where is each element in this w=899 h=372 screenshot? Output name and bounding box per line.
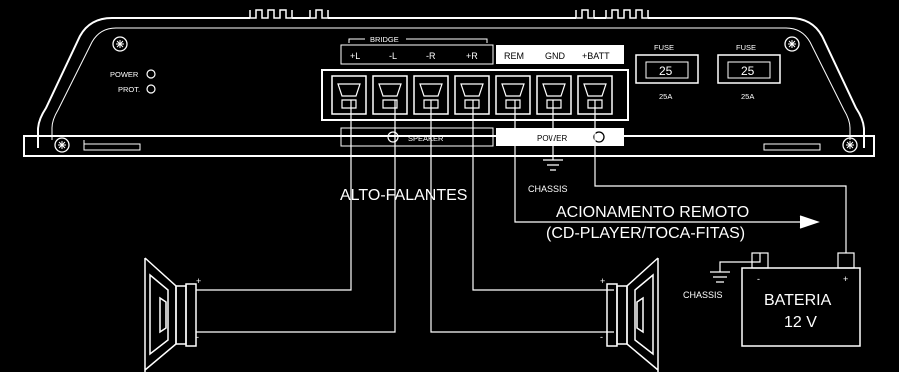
amplifier-body (23, 9, 875, 157)
remote-label-line1: ACIONAMENTO REMOTO (556, 204, 749, 221)
screw-icon-speaker (387, 131, 399, 143)
battery-plus: + (843, 274, 848, 284)
amplifier-base (23, 135, 875, 157)
fuse-1-value: 25 (659, 64, 673, 78)
wiring (196, 100, 847, 333)
speaker-left-plus: + (196, 276, 201, 286)
chassis-label-battery: CHASSIS (683, 290, 723, 300)
fuse-1-rating: 25A (659, 92, 672, 101)
terminal-label-plus-r: +R (466, 51, 478, 61)
fuse-2-header: FUSE (736, 43, 756, 52)
screw-icon-top-right (784, 36, 800, 52)
amplifier-casing (37, 17, 865, 148)
battery-voltage: 12 V (784, 314, 817, 331)
fuse-1-header: FUSE (654, 43, 674, 52)
remote-label-line2: (CD-PLAYER/TOCA-FITAS) (546, 225, 745, 242)
speakers-label: ALTO-FALANTES (340, 187, 467, 204)
speaker-right-minus: - (600, 332, 603, 342)
wire-plus-r-run (472, 100, 614, 291)
wire-rem (514, 100, 800, 223)
chassis-ground-icon-battery (710, 271, 730, 283)
terminal-label-batt: +BATT (582, 51, 610, 61)
screw-icon-power (593, 131, 605, 143)
fuse-2-rating: 25A (741, 92, 754, 101)
terminal-label-gnd: GND (545, 51, 566, 61)
remote-arrow-icon (799, 215, 820, 229)
wire-minus-r-run (430, 100, 614, 333)
terminal-label-minus-l: -L (389, 51, 397, 61)
battery-icon: - + BATERIA 12 V (741, 252, 861, 347)
terminal-screw-5 (495, 75, 531, 115)
power-section-label: POWER (537, 134, 567, 143)
terminal-screw-2 (372, 75, 408, 115)
power-terminal-labels: REM GND +BATT (496, 45, 624, 64)
terminal-block (321, 69, 629, 121)
amplifier-casing-inner (51, 27, 851, 140)
power-section: POWER (496, 128, 624, 146)
wire-minus-l-run (196, 100, 396, 333)
terminal-label-plus-l: +L (350, 51, 360, 61)
speaker-section-label: SPEAKER (408, 134, 444, 143)
battery-label: BATERIA (764, 292, 832, 309)
heatsink-fins-left (249, 9, 329, 19)
wire-battery-ground (719, 253, 761, 272)
speaker-section: SPEAKER (340, 127, 494, 147)
fuse-1: FUSE 25 25A (635, 43, 699, 101)
wire-plus-l (196, 100, 352, 291)
bridge-group: BRIDGE +L -L -R +R (340, 35, 494, 65)
indicator-panel: POWER PROT. (110, 69, 156, 94)
battery-minus: - (757, 274, 760, 284)
terminal-screw-6 (536, 75, 572, 115)
terminal-label-rem: REM (504, 51, 524, 61)
speaker-terminal-labels-box (340, 44, 494, 65)
fuse-2-value: 25 (741, 64, 755, 78)
chassis-label-top: CHASSIS (528, 184, 568, 194)
protect-led-icon (146, 84, 156, 94)
speaker-right-icon (606, 257, 659, 372)
terminal-label-minus-r: -R (426, 51, 436, 61)
speaker-left-minus: - (196, 332, 199, 342)
terminal-screw-4 (454, 75, 490, 115)
wire-batt (594, 100, 847, 253)
speaker-right-plus: + (600, 276, 605, 286)
speaker-left-icon (144, 257, 197, 372)
heatsink-fins-right (575, 9, 649, 19)
power-led-icon (146, 69, 156, 79)
bridge-label: BRIDGE (370, 35, 399, 44)
power-led-label: POWER (110, 70, 139, 79)
screw-icon-base-right (842, 137, 858, 153)
chassis-ground-icon-top (543, 159, 563, 171)
protect-led-label: PROT. (118, 85, 140, 94)
screw-icon-top-left (112, 36, 128, 52)
screw-icon-base-left (54, 137, 70, 153)
power-terminal-labels-box (496, 45, 624, 64)
fuse-2: FUSE 25 25A (717, 43, 781, 101)
terminal-screw-1 (331, 75, 367, 115)
